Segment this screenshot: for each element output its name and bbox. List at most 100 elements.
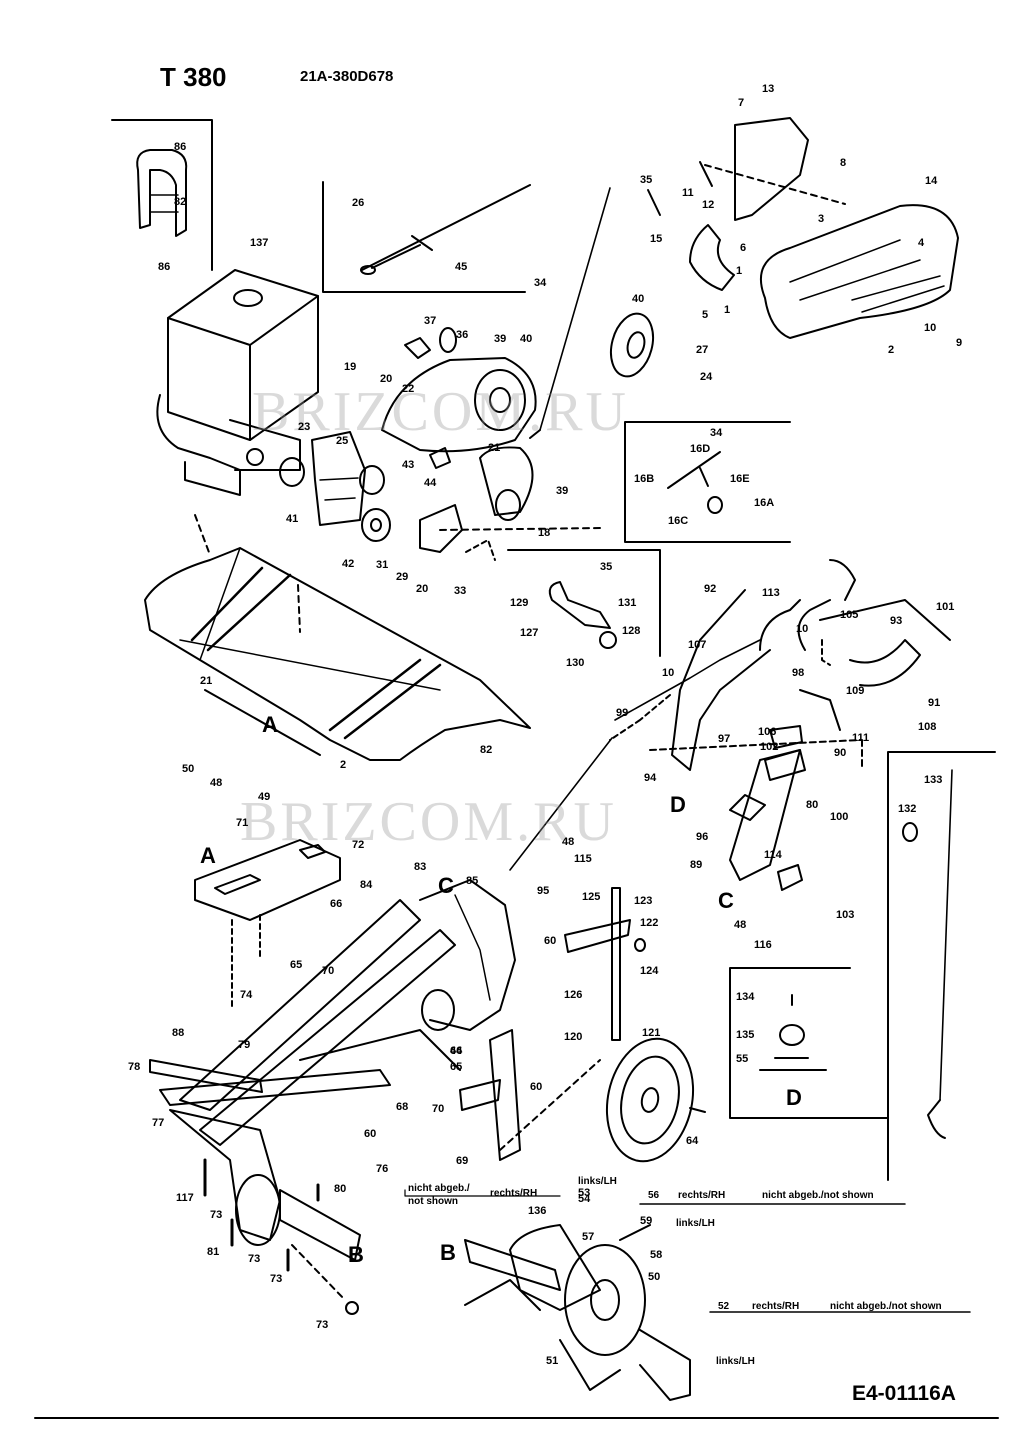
underline-55 xyxy=(404,1189,561,1197)
part-callout: 96 xyxy=(696,831,709,843)
handle-grip-108 xyxy=(849,639,921,687)
part-callout: 16D xyxy=(690,443,711,455)
bracket-15 xyxy=(689,224,735,291)
part-callout: 33 xyxy=(454,585,467,597)
part-callout: 26 xyxy=(352,197,365,209)
watermark: BRIZCOM.RU xyxy=(252,381,629,443)
note-52-not-shown: nicht abgeb./not shown xyxy=(830,1301,942,1312)
part-callout: 21 xyxy=(488,442,501,454)
inset-frame-cable xyxy=(322,181,526,293)
frame-member-1 xyxy=(179,899,421,1111)
part-callout: 131 xyxy=(618,597,637,609)
part-callout: 68 xyxy=(396,1101,409,1113)
part-callout: 132 xyxy=(898,803,917,815)
part-callout: 88 xyxy=(172,1027,185,1039)
detail-letter-d: D xyxy=(786,1085,802,1110)
part-callout: 1 xyxy=(724,304,731,316)
bracket-117 xyxy=(489,1029,521,1161)
part-callout: 72 xyxy=(352,839,365,851)
part-callout: 121 xyxy=(642,1027,661,1039)
part-callout: 12 xyxy=(702,199,715,211)
part-callout: 103 xyxy=(836,909,855,921)
detail-letter-d: D xyxy=(670,792,686,817)
part-callout: 40 xyxy=(520,333,533,345)
part-callout: 122 xyxy=(640,917,659,929)
wheel-120 xyxy=(605,1037,695,1163)
part-callout: 45 xyxy=(455,261,468,273)
part-callout: 10 xyxy=(796,623,809,635)
part-callout: 44 xyxy=(424,477,437,489)
part-callout: 60 xyxy=(530,1081,543,1093)
model-title: T 380 xyxy=(160,62,227,92)
part-callout: 53 xyxy=(578,1187,591,1199)
part-callout: 9 xyxy=(956,337,963,349)
part-callout: 31 xyxy=(376,559,389,571)
part-callout: 100 xyxy=(830,811,849,823)
pulley-40 xyxy=(609,312,655,378)
lever-131 xyxy=(548,581,611,629)
part-callout: 59 xyxy=(640,1215,653,1227)
part-callout: 49 xyxy=(258,791,271,803)
part-callout: 81 xyxy=(207,1246,220,1258)
frame-member-3 xyxy=(159,1069,391,1106)
part-callout: 1 xyxy=(736,265,743,277)
part-callout: 76 xyxy=(376,1163,389,1175)
part-callout: 99 xyxy=(616,707,629,719)
part-callout: 86 xyxy=(158,261,171,273)
note-52: 52 xyxy=(718,1301,730,1312)
part-callout: 24 xyxy=(700,371,713,383)
part-callout: 13 xyxy=(762,83,775,95)
tine-shield-49 xyxy=(144,547,531,761)
part-callout: 126 xyxy=(564,989,583,1001)
part-callout: 82 xyxy=(174,196,187,208)
part-callout: 127 xyxy=(520,627,539,639)
part-callout: 57 xyxy=(582,1231,595,1243)
note-56-not-shown: nicht abgeb./not shown xyxy=(762,1190,874,1201)
part-callout: 65 xyxy=(450,1061,463,1073)
part-callout: 46 xyxy=(450,1045,463,1057)
part-callout: 2 xyxy=(888,344,895,356)
part-callout: 39 xyxy=(494,333,507,345)
part-callout: 5 xyxy=(702,309,709,321)
frame-member-2 xyxy=(199,929,456,1146)
part-callout: 82 xyxy=(480,744,493,756)
bracket-25 xyxy=(311,431,366,526)
bar-78 xyxy=(149,1059,263,1093)
part-callout: 78 xyxy=(128,1061,141,1073)
part-callout: 93 xyxy=(890,615,903,627)
pulley-38 xyxy=(474,369,526,431)
part-callout: 115 xyxy=(574,853,592,865)
part-callout: 48 xyxy=(210,777,223,789)
rod-34 xyxy=(539,187,611,431)
part-callout: 50 xyxy=(648,1271,661,1283)
guard-bracket-82 xyxy=(136,149,188,237)
note-57-lh: links/LH xyxy=(676,1218,715,1229)
detail-letter-c: C xyxy=(438,873,454,898)
engine-base xyxy=(156,394,241,496)
transmission-83 xyxy=(419,879,516,1031)
part-callout: 125 xyxy=(582,891,601,903)
part-callout: 120 xyxy=(564,1031,583,1043)
part-callout: 83 xyxy=(414,861,427,873)
part-callout: 73 xyxy=(210,1209,223,1221)
part-callout: 85 xyxy=(466,875,479,887)
part-number: 21A-380D678 xyxy=(300,68,394,85)
part-callout: 95 xyxy=(537,885,550,897)
part-callout: 123 xyxy=(634,895,653,907)
part-callout: 73 xyxy=(316,1319,329,1331)
part-callout: 37 xyxy=(424,315,437,327)
inset-frame-D xyxy=(729,967,889,1119)
note-lh: links/LH xyxy=(578,1176,617,1187)
part-callout: 133 xyxy=(924,774,943,786)
depth-bar-123 xyxy=(611,887,621,1041)
inset-frame-133 xyxy=(887,751,996,1181)
part-callout: 54 xyxy=(578,1193,591,1205)
detail-letter-b: B xyxy=(348,1242,364,1267)
part-callout: 40 xyxy=(632,293,645,305)
part-callout: 2 xyxy=(340,759,347,771)
part-callout: 3 xyxy=(818,213,825,225)
part-callout: 70 xyxy=(322,965,335,977)
part-callout: 102 xyxy=(760,741,779,753)
